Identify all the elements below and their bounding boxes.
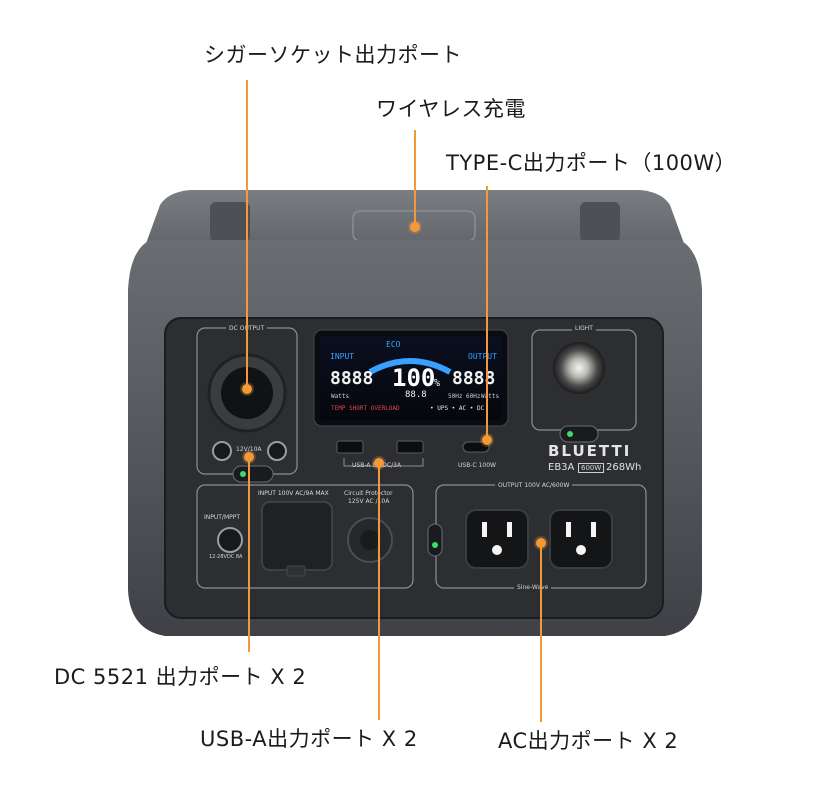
lcd-output-digits: 8888 [452, 368, 496, 389]
ac-outlet-right-slot1 [566, 522, 571, 537]
lcd-warnings: TEMP SHORT OVERLOAD [331, 405, 400, 412]
dc-switch [232, 465, 274, 483]
leader-usba [378, 462, 380, 720]
leader-wireless [414, 130, 416, 226]
dot-cigar [242, 384, 252, 394]
ac-outlet-left-slot2 [507, 522, 512, 537]
ac-input-tab [286, 565, 306, 577]
lcd-watts-right: Watts [481, 393, 500, 400]
ac-outlet-left [465, 509, 529, 569]
handle-recess-left [210, 202, 250, 242]
ac-outlet-right-slot2 [591, 522, 596, 537]
mppt-label: INPUT/MPPT [204, 514, 241, 521]
dot-ac [536, 538, 546, 548]
leader-cigar [246, 80, 248, 390]
ac-outlet-left-slot1 [482, 522, 487, 537]
ac-outlet-right [549, 509, 613, 569]
sine-wave-label: Sine-Wave [514, 584, 552, 591]
dc-switch-led [240, 471, 246, 477]
callout-ac-port: AC出力ポート X 2 [498, 729, 679, 753]
model-power-badge: 600W [578, 463, 605, 473]
handle-recess-right [580, 202, 620, 242]
usb-c-port [462, 441, 490, 453]
usb-a-port-right [396, 440, 424, 454]
callout-usba-port: USB-A出力ポート X 2 [200, 727, 418, 751]
callout-dc5521-port: DC 5521 出力ポート X 2 [54, 665, 307, 689]
circuit-protector-button [360, 530, 380, 550]
model-capacity: 268Wh [606, 462, 642, 473]
lcd-hz: 50Hz 60Hz [448, 393, 481, 400]
ac-outlet-left-ground [492, 545, 502, 555]
led-light [553, 342, 605, 394]
model-name: EB3A [548, 462, 575, 473]
ac-switch-led [432, 542, 438, 548]
callout-typec-port: TYPE-C出力ポート（100W） [446, 151, 737, 175]
lcd-percent: 100 [392, 364, 436, 392]
circuit-protector-spec: 125V AC /10A [348, 498, 390, 505]
dc5521-right [267, 441, 287, 461]
input-frame [196, 484, 414, 589]
light-switch [559, 425, 599, 443]
lcd-watts-left: Watts [331, 393, 350, 400]
ac-switch [427, 523, 443, 557]
dot-dc5521 [244, 452, 254, 462]
usb-bracket [343, 458, 424, 467]
usb-a-port-left [336, 440, 364, 454]
leader-typec [486, 186, 488, 440]
leader-ac [540, 544, 542, 722]
ac-input-label: INPUT 100V AC/9A MAX [258, 490, 329, 497]
lcd-eco-label: ECO [386, 340, 401, 349]
callout-wireless-charging: ワイヤレス充電 [376, 97, 526, 121]
leader-dc5521 [248, 456, 250, 652]
dot-typec [482, 435, 492, 445]
lcd-sub-value: 88.8 [405, 390, 427, 400]
lcd-screen [320, 336, 502, 420]
dc5521-left [212, 441, 232, 461]
lcd-input-label: INPUT [330, 352, 355, 361]
usb-c-spec-label: USB-C 100W [458, 462, 496, 469]
light-label: LIGHT [572, 325, 596, 332]
lcd-level-arc [368, 358, 452, 375]
lcd-output-label: OUTPUT [468, 352, 497, 361]
ac-outlet-right-ground [576, 545, 586, 555]
callout-cigar-socket: シガーソケット出力ポート [204, 43, 462, 67]
light-switch-led [567, 431, 573, 437]
mppt-port [217, 527, 243, 553]
lcd-modes: • UPS • AC • DC [430, 405, 485, 412]
brand-logo: BLUETTI [548, 442, 632, 460]
dot-usba [374, 458, 384, 468]
ac-output-label: OUTPUT 100V AC/600W [495, 482, 573, 489]
lcd-percent-sign: % [434, 378, 441, 389]
dot-wireless [410, 222, 420, 232]
lcd-input-digits: 8888 [330, 368, 374, 389]
ac-input-cover [261, 501, 333, 571]
dc-spec-label: 12V/10A [236, 446, 262, 453]
mppt-spec-label: 12-28VDC 8A [209, 554, 243, 560]
circuit-protector-label: Circuit Protector [344, 490, 393, 497]
